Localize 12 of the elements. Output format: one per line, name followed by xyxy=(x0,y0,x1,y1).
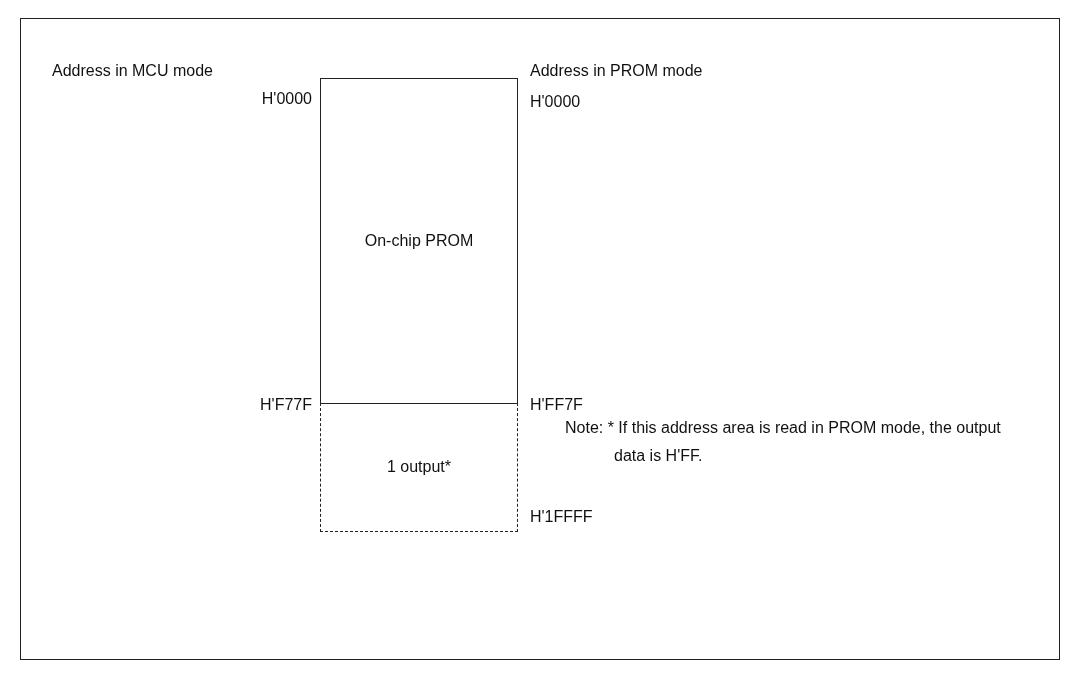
address-label: H'FF7F xyxy=(530,396,583,414)
memory-region xyxy=(320,403,518,532)
address-label: H'0000 xyxy=(261,90,312,108)
column-heading: Address in MCU mode xyxy=(52,62,213,80)
region-label: 1 output* xyxy=(385,457,453,477)
region-label: On-chip PROM xyxy=(364,231,474,251)
column-heading: Address in PROM mode xyxy=(530,62,703,80)
note-text: Note: * If this address area is read in PROM mode, the output data is H'FF. xyxy=(565,418,1002,466)
address-label: H'0000 xyxy=(530,93,581,111)
address-label: H'1FFFF xyxy=(530,508,593,526)
address-label: H'F77F xyxy=(260,396,312,414)
memory-region xyxy=(320,78,518,404)
